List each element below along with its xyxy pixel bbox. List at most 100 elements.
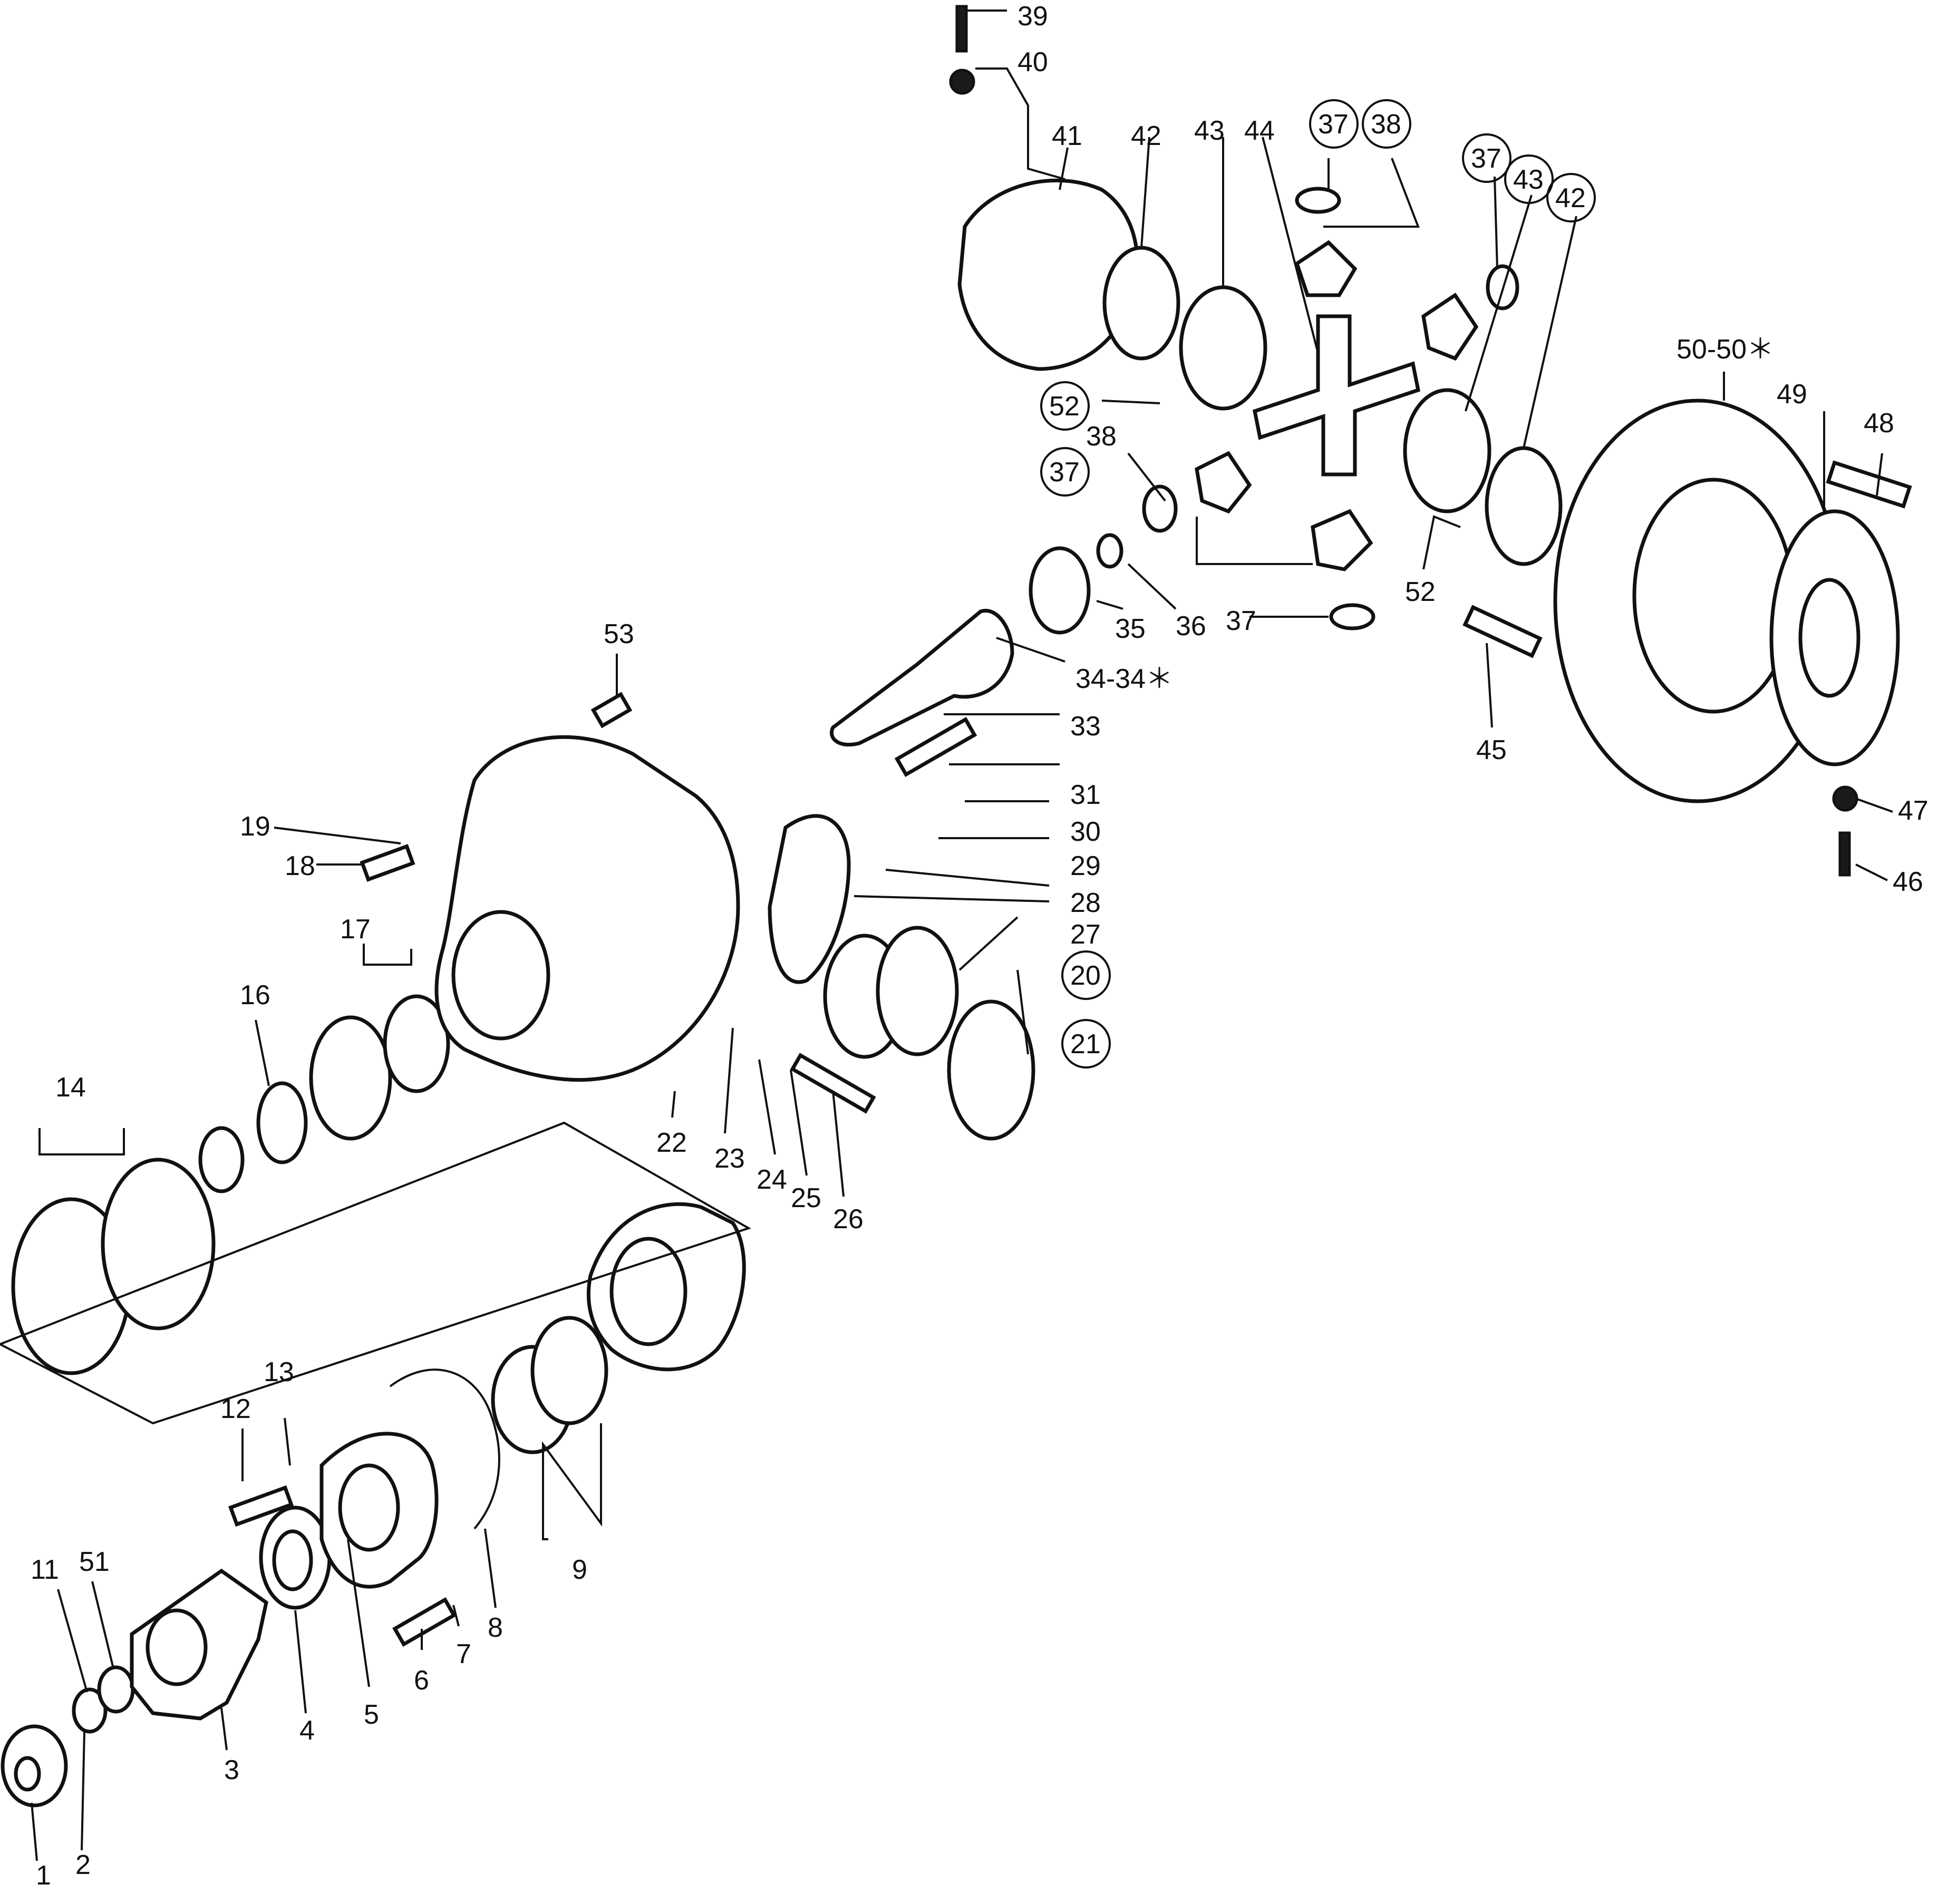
callout-7: 7	[456, 1639, 471, 1669]
ring-gear-bore	[1632, 478, 1795, 714]
callout-6: 6	[414, 1665, 429, 1696]
callout-19: 19	[240, 811, 270, 842]
side-gear-left	[1179, 285, 1267, 411]
thrust-washer-left	[1102, 246, 1180, 361]
callout-51: 51	[79, 1547, 110, 1577]
bolt-45	[1462, 605, 1543, 658]
callout-11: 11	[31, 1555, 59, 1585]
pinion-bearing-cup	[530, 1316, 608, 1425]
callout-45: 45	[1476, 735, 1507, 765]
bolt-6	[392, 1597, 457, 1647]
flange-nut-bore	[14, 1756, 41, 1792]
callout-49: 49	[1777, 379, 1807, 410]
callout-5: 5	[364, 1699, 379, 1730]
callout-23: 23	[714, 1143, 745, 1174]
callout-25: 25	[791, 1183, 821, 1213]
callout-30: 30	[1070, 817, 1101, 847]
callout-2: 2	[75, 1850, 91, 1880]
callout-43: 43	[1194, 115, 1225, 146]
callout-26: 26	[833, 1204, 864, 1235]
bolt-48	[1826, 460, 1912, 509]
callout-28: 28	[1070, 888, 1101, 918]
callout-17: 17	[340, 914, 371, 945]
washer-37-left	[1142, 484, 1178, 533]
callout-33: 33	[1070, 711, 1101, 742]
bolt-18	[360, 844, 415, 882]
washer-51	[97, 1665, 135, 1714]
callout-18: 18	[285, 851, 315, 881]
callout-52-left: 52	[1049, 391, 1080, 422]
callout-37-left-circle	[1040, 447, 1090, 497]
callout-37-top-circle	[1309, 99, 1359, 149]
pinion-gear-bottom	[1311, 509, 1373, 571]
callout-35: 35	[1115, 614, 1146, 644]
spacer-16	[256, 1081, 308, 1164]
callout-37-left: 37	[1049, 457, 1080, 488]
callout-24: 24	[757, 1164, 787, 1195]
bolt-39	[955, 5, 968, 53]
callout-3: 3	[224, 1755, 239, 1785]
callout-39: 39	[1018, 1, 1048, 32]
flange-plate-rear	[101, 1158, 216, 1330]
bolt-53	[590, 692, 633, 728]
seal-ring	[198, 1126, 245, 1193]
callout-37-top: 37	[1318, 109, 1349, 140]
callout-13: 13	[264, 1357, 294, 1387]
callout-44: 44	[1244, 115, 1275, 146]
bearing-retainer-bore	[338, 1463, 400, 1552]
callout-42-right: 42	[1555, 183, 1586, 213]
washer-37-top	[1295, 187, 1341, 214]
callout-1: 1	[36, 1860, 51, 1891]
callout-8: 8	[488, 1612, 503, 1643]
drive-pinion	[830, 609, 1014, 747]
bolt-33	[894, 716, 977, 778]
side-gear-right	[1403, 388, 1491, 513]
callout-41: 41	[1052, 121, 1082, 151]
bolt-26	[790, 1053, 876, 1114]
pinion-gear-left	[1195, 451, 1252, 514]
washer-11	[72, 1687, 108, 1734]
cross-spider	[1252, 314, 1421, 477]
callout-21: 21	[1070, 1029, 1101, 1060]
callout-38-top-circle	[1362, 99, 1411, 149]
callout-52-left-circle	[1040, 381, 1090, 431]
nut-40	[949, 69, 975, 95]
washer-37-bottom	[1329, 603, 1375, 630]
pinion-gear-right	[1421, 293, 1479, 361]
callout-4: 4	[299, 1715, 315, 1746]
callout-16: 16	[240, 980, 270, 1011]
callout-38-left: 38	[1086, 421, 1117, 452]
callout-43-right: 43	[1513, 164, 1544, 195]
callout-38-top: 38	[1371, 109, 1401, 140]
carrier-adapter-bore	[609, 1237, 687, 1346]
callout-20-circle	[1061, 950, 1111, 1000]
part-shapes	[0, 5, 1912, 1808]
side-bearing-cup	[876, 926, 959, 1056]
callout-43-right-circle	[1504, 154, 1554, 204]
carrier-housing-bore	[451, 910, 550, 1041]
bearing-cup-17	[309, 1015, 392, 1141]
adjusting-nut	[947, 999, 1035, 1141]
callout-40: 40	[1018, 47, 1048, 77]
pinion-front-bearing	[1029, 546, 1091, 635]
oil-seal-inner	[272, 1529, 313, 1591]
callout-50: 50-50＊	[1677, 334, 1774, 365]
bearing-cone-17	[383, 994, 450, 1093]
bearing-cap	[768, 814, 851, 984]
callout-31: 31	[1070, 780, 1101, 810]
bolt-46	[1838, 831, 1851, 877]
differential-case-right-hub	[1798, 578, 1861, 698]
callout-37-right-circle	[1462, 133, 1511, 183]
callout-37-right: 37	[1471, 143, 1501, 174]
callout-12: 12	[220, 1394, 251, 1424]
callout-36: 36	[1176, 611, 1206, 642]
callouts: 1 2 11 51 3 4 5 6 7 8 9 12 13 14 16 17 1…	[31, 1, 1929, 1891]
callout-20: 20	[1070, 960, 1101, 991]
companion-flange-hub	[146, 1608, 208, 1686]
assembly-group-outline	[0, 1121, 751, 1425]
callout-27: 27	[1070, 919, 1101, 950]
callout-29: 29	[1070, 851, 1101, 881]
callout-53: 53	[604, 619, 634, 649]
callout-37-bottom: 37	[1226, 606, 1256, 636]
